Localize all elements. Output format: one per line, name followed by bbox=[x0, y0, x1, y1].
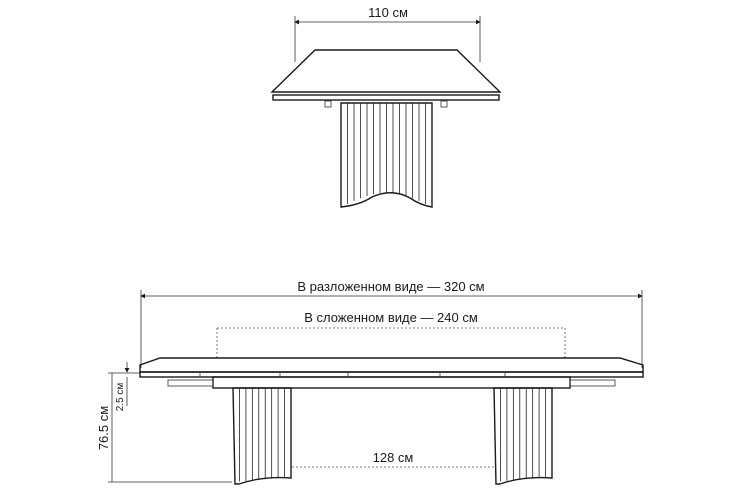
leg-outline bbox=[232, 387, 292, 485]
width-label: 110 см bbox=[368, 5, 408, 20]
end-pedestal bbox=[340, 102, 433, 208]
side-view: В разложенном виде — 320 см В сложенном … bbox=[96, 279, 644, 485]
height-dimension: 76.5 см bbox=[96, 372, 232, 483]
height-label: 76.5 см bbox=[96, 406, 111, 450]
folded-length-label: В сложенном виде — 240 см bbox=[304, 310, 478, 325]
width-dimension: 110 см bbox=[294, 5, 481, 62]
end-tabletop bbox=[270, 49, 502, 108]
top-thickness-dimension: 2.5 см bbox=[115, 362, 130, 412]
leg-spacing-dimension: 128 см bbox=[292, 450, 494, 468]
left-leg bbox=[232, 387, 292, 485]
leg-spacing-label: 128 см bbox=[373, 450, 414, 465]
end-view: 110 см bbox=[270, 5, 502, 208]
right-leg bbox=[493, 387, 553, 485]
top-thickness-label: 2.5 см bbox=[115, 383, 126, 412]
side-tabletop bbox=[139, 357, 644, 389]
leg-outline bbox=[493, 387, 553, 485]
extended-length-label: В разложенном виде — 320 см bbox=[297, 279, 484, 294]
folded-dimension: В сложенном виде — 240 см bbox=[216, 310, 566, 360]
extended-dimension: В разложенном виде — 320 см bbox=[140, 279, 643, 368]
